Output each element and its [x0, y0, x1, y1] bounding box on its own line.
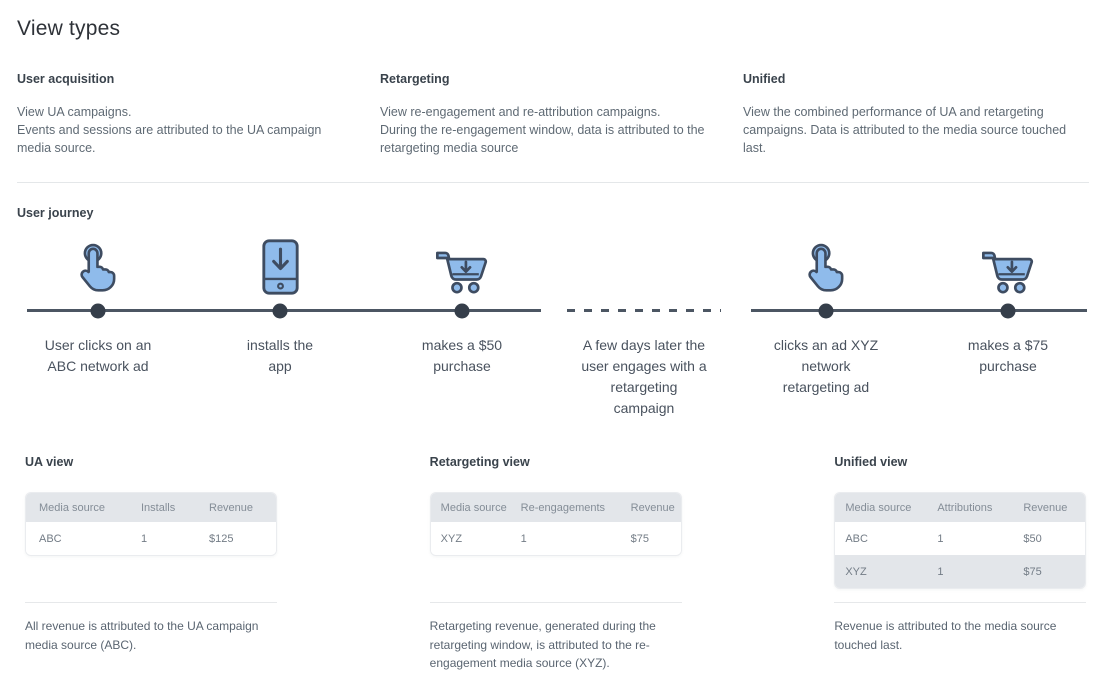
- journey-step: makes a $75 purchase: [917, 239, 1099, 419]
- table-header-cell: Re-engagements: [520, 501, 606, 514]
- table-cell: $50: [1023, 532, 1042, 545]
- timeline-line: [751, 309, 917, 312]
- caption-divider: [429, 602, 682, 603]
- table-header-cell: Media source: [845, 501, 912, 514]
- cart-icon: [917, 239, 1099, 303]
- caption-divider: [834, 602, 1087, 603]
- table-header-row: Media source Attributions Revenue: [835, 493, 1086, 522]
- table-row: XYZ 1 $75: [835, 555, 1086, 588]
- journey-step-label: A few days later the user engages with a…: [581, 337, 707, 416]
- table-cell: 1: [937, 532, 944, 545]
- tap-icon: [735, 239, 917, 303]
- view-caption: All revenue is attributed to the UA camp…: [25, 619, 259, 652]
- journey-step-label: installs the app: [246, 337, 314, 374]
- tap-icon: [7, 239, 189, 303]
- table-header-row: Media source Re-engagements Revenue: [430, 493, 681, 522]
- table-header-cell: Revenue: [630, 501, 675, 514]
- view-result-columns: UA view Media source Installs Revenue AB…: [25, 455, 1089, 673]
- view-type-heading: User acquisition: [17, 72, 115, 86]
- timeline-dashed-line: [567, 309, 721, 312]
- table-cell: XYZ: [845, 565, 867, 578]
- user-journey-heading: User journey: [17, 206, 94, 220]
- view-type-descriptions: User acquisition View UA campaigns. Even…: [17, 72, 1089, 157]
- ua-view-section: UA view Media source Installs Revenue AB…: [25, 455, 280, 673]
- timeline-segment: [917, 303, 1099, 318]
- table-cell: 1: [520, 532, 527, 545]
- timeline-dot: [454, 303, 470, 318]
- table-zone: Media source Re-engagements Revenue XYZ …: [429, 492, 685, 602]
- table-header-cell: Revenue: [1023, 501, 1068, 514]
- unified-view-section: Unified view Media source Attributions R…: [834, 455, 1089, 673]
- retargeting-view-section: Retargeting view Media source Re-engagem…: [429, 455, 685, 673]
- journey-step-label: clicks an ad XYZ network retargeting ad: [773, 337, 879, 395]
- table-cell: XYZ: [440, 532, 463, 545]
- table-row: ABC 1 $50: [835, 522, 1086, 555]
- view-type-description: View re-engagement and re-attribution ca…: [380, 105, 705, 155]
- table-cell: ABC: [39, 532, 62, 545]
- timeline-line: [27, 309, 189, 312]
- ua-view-table: Media source Installs Revenue ABC 1 $125: [25, 492, 277, 556]
- table-zone: Media source Installs Revenue ABC 1 $125: [25, 492, 280, 602]
- table-header-cell: Installs: [141, 501, 176, 514]
- page-title: View types: [17, 17, 121, 40]
- table-cell: $125: [209, 532, 234, 545]
- table-cell: $75: [1023, 565, 1042, 578]
- view-type-column-retargeting: Retargeting View re-engagement and re-at…: [380, 72, 726, 157]
- view-type-column-unified: Unified View the combined performance of…: [743, 72, 1089, 157]
- journey-step: makes a $50 purchase: [371, 239, 553, 419]
- table-row: ABC 1 $125: [26, 522, 276, 555]
- table-header-cell: Media source: [39, 501, 106, 514]
- table-header-row: Media source Installs Revenue: [26, 493, 276, 522]
- timeline-dot: [818, 303, 834, 318]
- journey-step: A few days later the user engages with a…: [553, 239, 735, 419]
- timeline-segment: [371, 303, 553, 318]
- table-header-cell: Attributions: [937, 501, 993, 514]
- view-type-heading: Unified: [743, 72, 786, 86]
- table-header-cell: Media source: [440, 501, 507, 514]
- view-type-description: View UA campaigns. Events and sessions a…: [17, 105, 322, 155]
- unified-view-table: Media source Attributions Revenue ABC 1 …: [834, 492, 1087, 589]
- timeline-segment: [7, 303, 189, 318]
- journey-step-label: makes a $50 purchase: [421, 337, 503, 374]
- journey-step: clicks an ad XYZ network retargeting ad: [735, 239, 917, 419]
- empty-icon-slot: [553, 239, 735, 303]
- view-caption: Revenue is attributed to the media sourc…: [834, 619, 1057, 652]
- view-type-description: View the combined performance of UA and …: [743, 105, 1067, 155]
- view-caption: Retargeting revenue, generated during th…: [429, 619, 656, 670]
- view-type-heading: Retargeting: [380, 72, 450, 86]
- view-label: Retargeting view: [429, 455, 530, 469]
- table-header-cell: Revenue: [209, 501, 254, 514]
- journey-step: User clicks on an ABC network ad: [7, 239, 189, 419]
- journey-step-label: makes a $75 purchase: [967, 337, 1049, 374]
- table-cell: ABC: [845, 532, 868, 545]
- table-cell: $75: [630, 532, 650, 545]
- caption-divider: [25, 602, 277, 603]
- timeline-dot: [90, 303, 106, 318]
- timeline-segment: [189, 303, 371, 318]
- view-label: UA view: [25, 455, 74, 469]
- table-zone: Media source Attributions Revenue ABC 1 …: [834, 492, 1089, 602]
- table-cell: 1: [141, 532, 148, 545]
- timeline-dot: [272, 303, 288, 318]
- view-label: Unified view: [834, 455, 908, 469]
- table-cell: 1: [937, 565, 944, 578]
- journey-step-label: User clicks on an ABC network ad: [44, 337, 152, 374]
- user-journey-timeline: User clicks on an ABC network ad install…: [7, 239, 1099, 419]
- journey-step: installs the app: [189, 239, 371, 419]
- retargeting-view-table: Media source Re-engagements Revenue XYZ …: [429, 492, 682, 556]
- phone-download-icon: [189, 239, 371, 303]
- timeline-dot: [1000, 303, 1016, 318]
- cart-icon: [371, 239, 553, 303]
- timeline-segment: [553, 303, 735, 318]
- timeline-segment: [735, 303, 917, 318]
- view-type-column-ua: User acquisition View UA campaigns. Even…: [17, 72, 363, 157]
- section-divider: [17, 182, 1089, 183]
- table-row: XYZ 1 $75: [430, 522, 681, 555]
